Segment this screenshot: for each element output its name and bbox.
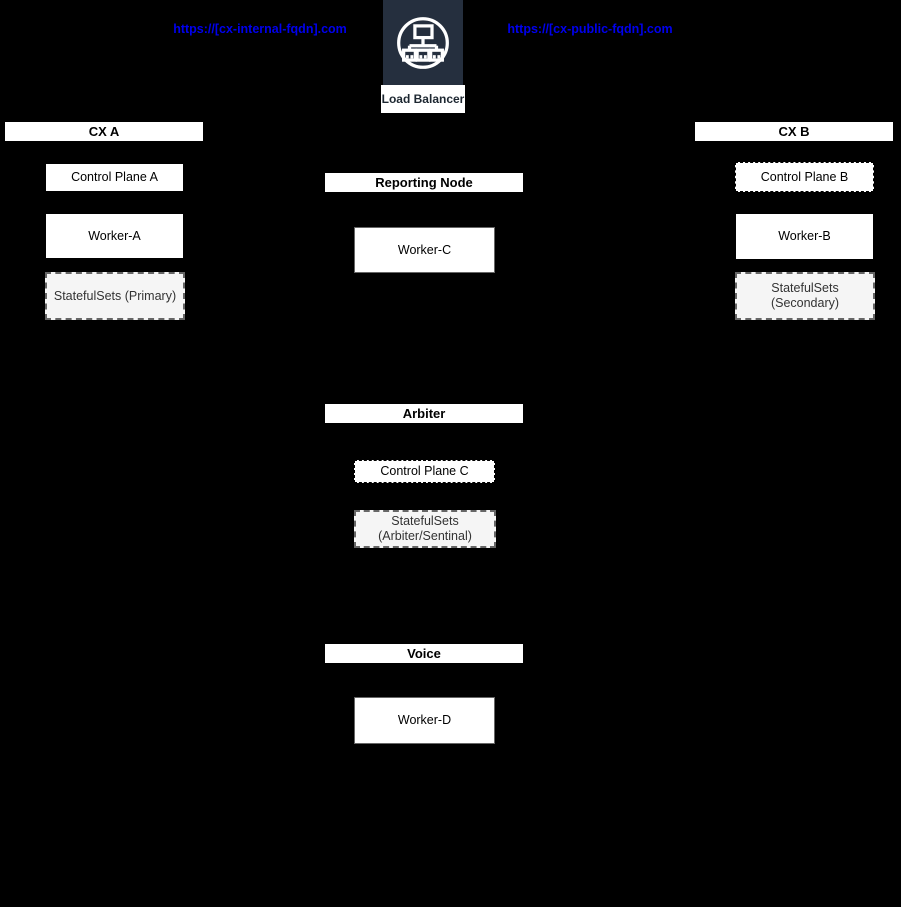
node-worker-b: Worker-B: [735, 213, 874, 260]
node-worker-d: Worker-D: [354, 697, 495, 744]
group-header-reporting-node: Reporting Node: [324, 172, 524, 193]
node-control-plane-b: Control Plane B: [735, 162, 874, 192]
node-statefulsets-primary: StatefulSets (Primary): [45, 272, 185, 320]
group-header-cx-a: CX A: [4, 121, 204, 142]
public-fqdn-link[interactable]: https://[cx-public-fqdn].com: [507, 22, 673, 36]
group-header-cx-b: CX B: [694, 121, 894, 142]
load-balancer-label: Load Balancer: [381, 85, 465, 113]
node-control-plane-c: Control Plane C: [354, 460, 495, 483]
internal-fqdn-link[interactable]: https://[cx-internal-fqdn].com: [173, 22, 347, 36]
group-header-arbiter: Arbiter: [324, 403, 524, 424]
load-balancer-icon: [383, 0, 463, 85]
network-topology-icon: [397, 16, 449, 69]
group-header-voice: Voice: [324, 643, 524, 664]
node-statefulsets-secondary: StatefulSets (Secondary): [735, 272, 875, 320]
node-statefulsets-arbiter-sentinal: StatefulSets (Arbiter/Sentinal): [354, 510, 496, 548]
node-worker-a: Worker-A: [45, 213, 184, 259]
node-worker-c: Worker-C: [354, 227, 495, 273]
node-control-plane-a: Control Plane A: [45, 163, 184, 192]
